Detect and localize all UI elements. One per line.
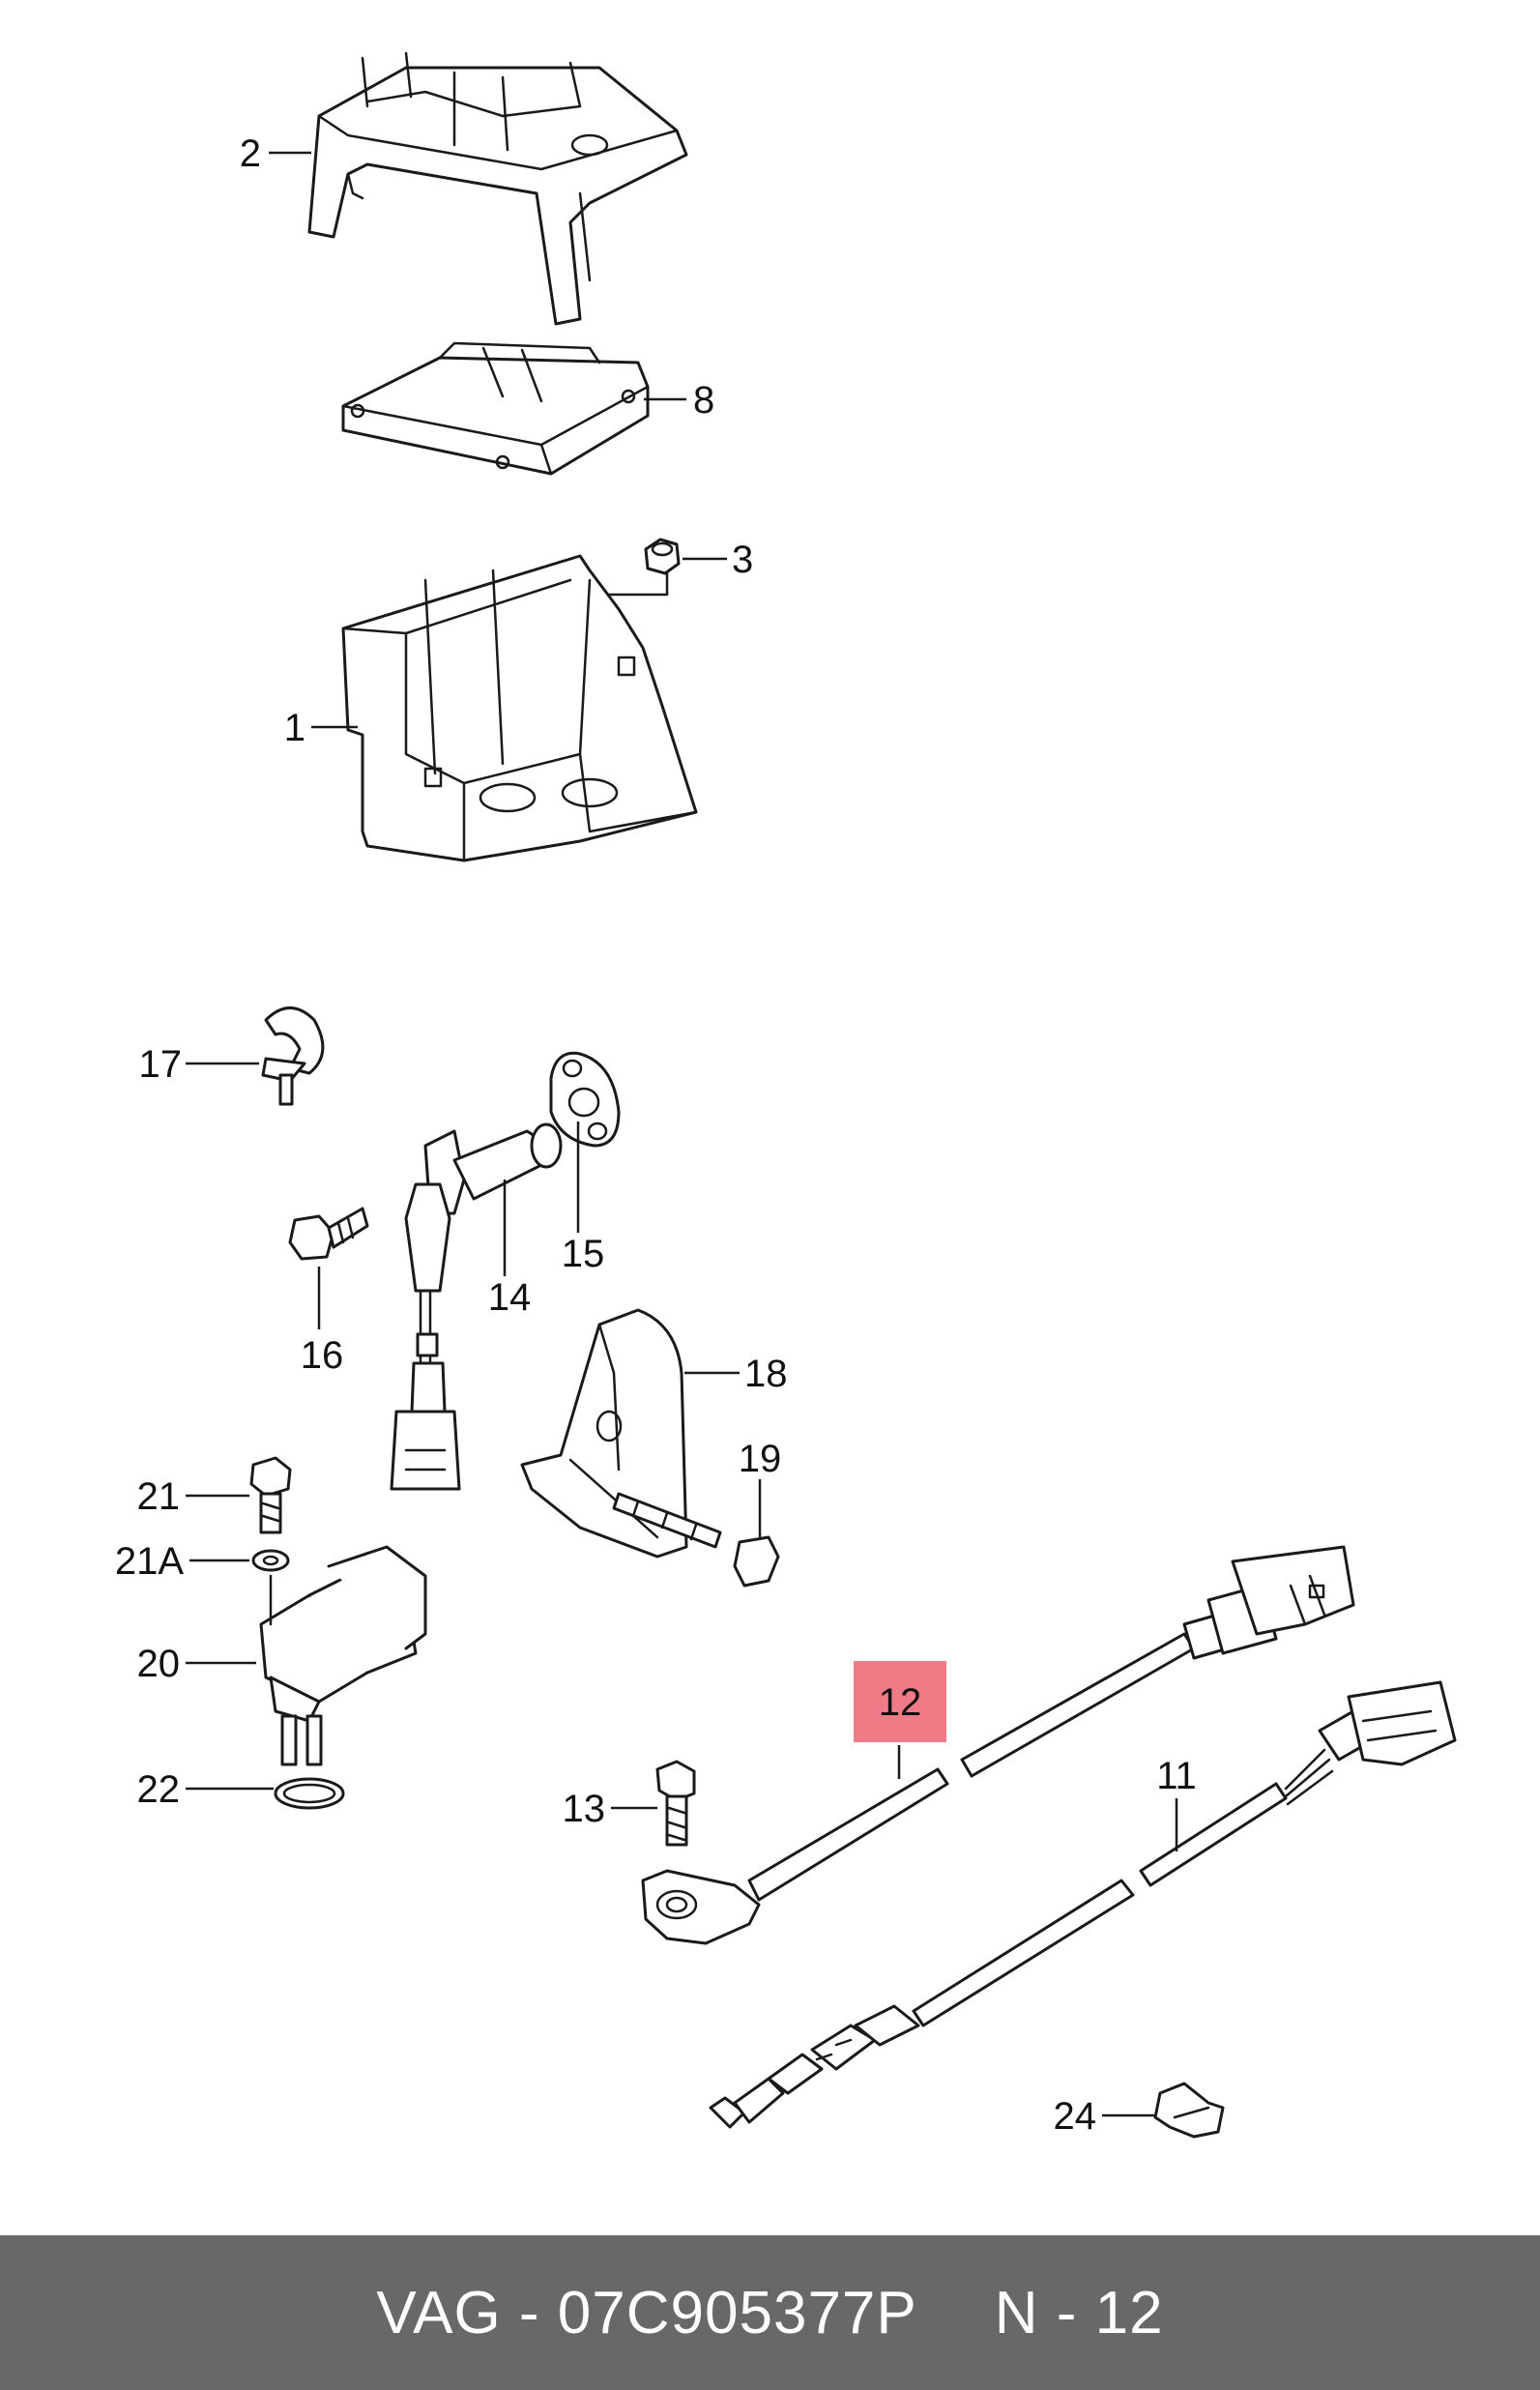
- part-1-tray: [341, 554, 698, 862]
- callout-24: 24: [1054, 2095, 1097, 2138]
- parts-diagram: 2 8 3 1 17 15 14 16 18 19 21 21A 20 12 2…: [115, 51, 1457, 2139]
- callout-22: 22: [137, 1768, 181, 1811]
- part-19-bolt: [612, 1492, 780, 1588]
- part-16-bolt: [288, 1207, 369, 1261]
- part-24-clip: [1153, 2082, 1225, 2139]
- part-8-control-unit: [341, 341, 650, 476]
- callout-2: 2: [240, 132, 261, 175]
- footer-bar: VAG - 07C905377P N - 12: [0, 2235, 1540, 2390]
- part-15-gasket: [549, 1051, 621, 1148]
- callout-3: 3: [732, 539, 753, 581]
- callout-21: 21: [137, 1475, 181, 1518]
- part-22-o-ring: [274, 1777, 345, 1810]
- callout-16: 16: [301, 1334, 344, 1377]
- callout-20: 20: [137, 1643, 181, 1685]
- callout-17: 17: [139, 1043, 183, 1086]
- callout-12: 12: [879, 1681, 922, 1724]
- position-reference: N - 12: [994, 2279, 1164, 2346]
- callout-19: 19: [739, 1438, 782, 1480]
- callout-13: 13: [563, 1788, 606, 1830]
- callout-8: 8: [693, 379, 714, 422]
- part-14-speed-sensor: [390, 1122, 563, 1491]
- callout-21a: 21A: [115, 1540, 184, 1583]
- part-21-bolt: [249, 1456, 292, 1534]
- callout-14: 14: [488, 1276, 532, 1319]
- callout-18: 18: [744, 1353, 788, 1395]
- leader-lines: [186, 151, 1178, 2117]
- callout-labels: 2 8 3 1 17 15 14 16 18 19 21 21A 20 12 2…: [115, 132, 1197, 2138]
- part-3-nut: [607, 538, 681, 621]
- highlight-box: [854, 1661, 946, 1742]
- part-18-bracket: [520, 1308, 688, 1559]
- part-2-bracket: [307, 51, 688, 326]
- part-21a-washer: [251, 1549, 290, 1572]
- part-20-pressure-sensor: [259, 1545, 427, 1766]
- callout-15: 15: [562, 1233, 605, 1275]
- part-code: VAG - 07C905377P: [376, 2279, 917, 2346]
- callout-1: 1: [284, 707, 305, 749]
- part-13-bolt: [655, 1760, 696, 1847]
- part-17-clip: [261, 1006, 325, 1106]
- callout-11: 11: [1156, 1755, 1197, 1797]
- part-12-knock-sensor: [641, 1545, 1355, 1945]
- part-11-lambda-probe: [709, 1680, 1457, 2129]
